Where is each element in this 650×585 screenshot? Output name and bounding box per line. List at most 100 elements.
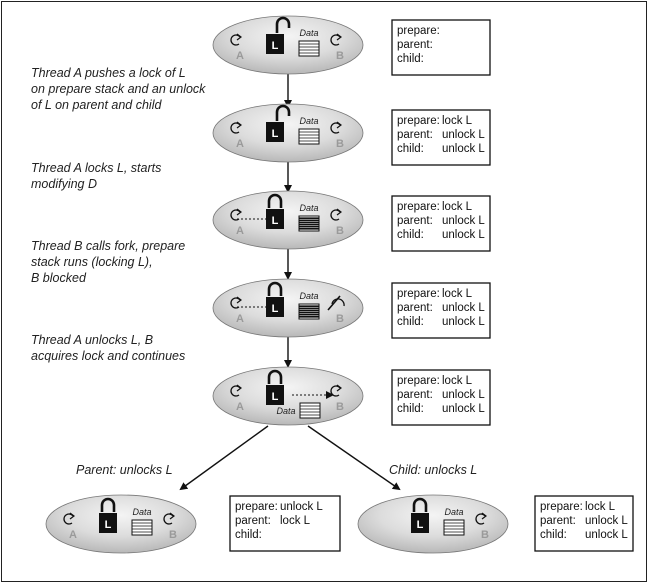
- data-icon: [131, 519, 153, 536]
- data-icon: [443, 519, 465, 536]
- lock-letter: L: [105, 519, 112, 531]
- caption-child-branch: Child: unlocks L: [389, 463, 477, 477]
- parent-key: parent:: [397, 302, 433, 314]
- prepare-value: lock L: [442, 288, 473, 300]
- padlock-icon: L: [99, 497, 117, 533]
- child-key: child:: [235, 529, 262, 541]
- thread-a-label: A: [236, 50, 244, 62]
- child-value: unlock L: [442, 316, 485, 328]
- lock-state-boxes: prepare:parent:child:prepare:lock Lparen…: [229, 19, 634, 552]
- data-icon: [298, 215, 320, 232]
- caption-step-1-line-2: on prepare stack and an unlock: [31, 82, 206, 96]
- thread-a-label: A: [236, 401, 244, 413]
- data-label: Data: [132, 507, 151, 517]
- step-captions: Thread A pushes a lock of L on prepare s…: [31, 66, 477, 477]
- data-label: Data: [276, 406, 295, 416]
- thread-a-label: A: [236, 138, 244, 150]
- prepare-key: prepare:: [397, 25, 440, 37]
- arrow-parent-branch: [179, 425, 269, 491]
- thread-a-icon: [230, 121, 242, 134]
- data-icon: [298, 40, 320, 57]
- prepare-value: lock L: [442, 375, 473, 387]
- thread-a-icon: [230, 296, 242, 309]
- prepare-value: lock L: [442, 115, 473, 127]
- thread-b-label: B: [481, 529, 489, 541]
- parent-value: unlock L: [442, 129, 485, 141]
- parent-key: parent:: [397, 39, 433, 51]
- thread-a-label: A: [69, 529, 77, 541]
- parent-key: parent:: [397, 215, 433, 227]
- parent-key: parent:: [397, 129, 433, 141]
- process-node-2: A B L Data: [212, 103, 364, 163]
- parent-key: parent:: [397, 389, 433, 401]
- caption-step-1-line-1: Thread A pushes a lock of L: [31, 66, 186, 80]
- caption-step-3-line-2: stack runs (locking L),: [31, 255, 153, 269]
- prepare-value: unlock L: [280, 501, 323, 513]
- prepare-value: lock L: [442, 201, 473, 213]
- thread-b-blocked-icon: [327, 295, 345, 311]
- child-key: child:: [397, 53, 424, 65]
- child-key: child:: [397, 403, 424, 415]
- thread-b-label: B: [336, 225, 344, 237]
- process-oval: [357, 494, 509, 554]
- caption-step-3-line-1: Thread B calls fork, prepare: [31, 239, 185, 253]
- prepare-value: lock L: [585, 501, 616, 513]
- process-node-7: B L Data: [357, 494, 509, 554]
- prepare-key: prepare:: [235, 501, 278, 513]
- state-box-1: prepare: parent: child:: [391, 19, 491, 76]
- padlock-icon: L: [411, 497, 429, 533]
- thread-b-label: B: [169, 529, 177, 541]
- lock-letter: L: [272, 303, 279, 315]
- data-label: Data: [299, 203, 318, 213]
- thread-b-icon: [330, 208, 342, 221]
- process-oval: [212, 15, 364, 75]
- lock-letter: L: [272, 391, 279, 403]
- thread-a-icon: [230, 208, 242, 221]
- caption-step-4-line-1: Thread A unlocks L, B: [31, 333, 153, 347]
- prepare-key: prepare:: [397, 375, 440, 387]
- thread-a-label: A: [236, 313, 244, 325]
- padlock-icon: L: [266, 104, 291, 142]
- prepare-key: prepare:: [397, 115, 440, 127]
- padlock-icon: L: [266, 369, 284, 405]
- thread-b-icon: [330, 121, 342, 134]
- caption-step-1-line-3: of L on parent and child: [31, 98, 162, 112]
- thread-b-icon: [330, 384, 342, 397]
- caption-step-4-line-2: acquires lock and continues: [31, 349, 185, 363]
- thread-b-label: B: [336, 50, 344, 62]
- data-icon: [298, 128, 320, 145]
- prepare-key: prepare:: [397, 288, 440, 300]
- thread-b-icon: [330, 33, 342, 46]
- padlock-icon: L: [266, 281, 284, 317]
- prepare-key: prepare:: [540, 501, 583, 513]
- thread-b-icon: [475, 512, 487, 525]
- parent-value: unlock L: [585, 515, 628, 527]
- thread-a-icon: [230, 33, 242, 46]
- child-value: unlock L: [585, 529, 628, 541]
- data-label: Data: [444, 507, 463, 517]
- process-oval: [212, 278, 364, 338]
- data-label: Data: [299, 28, 318, 38]
- thread-b-label: B: [336, 138, 344, 150]
- thread-a-icon: [63, 512, 75, 525]
- child-key: child:: [397, 316, 424, 328]
- data-label: Data: [299, 116, 318, 126]
- process-node-6: A B L Data: [45, 494, 197, 554]
- thread-b-icon: [163, 512, 175, 525]
- prepare-key: prepare:: [397, 201, 440, 213]
- thread-a-label: A: [236, 225, 244, 237]
- child-key: child:: [540, 529, 567, 541]
- child-key: child:: [397, 229, 424, 241]
- parent-value: unlock L: [442, 389, 485, 401]
- arrow-child-branch: [307, 425, 401, 491]
